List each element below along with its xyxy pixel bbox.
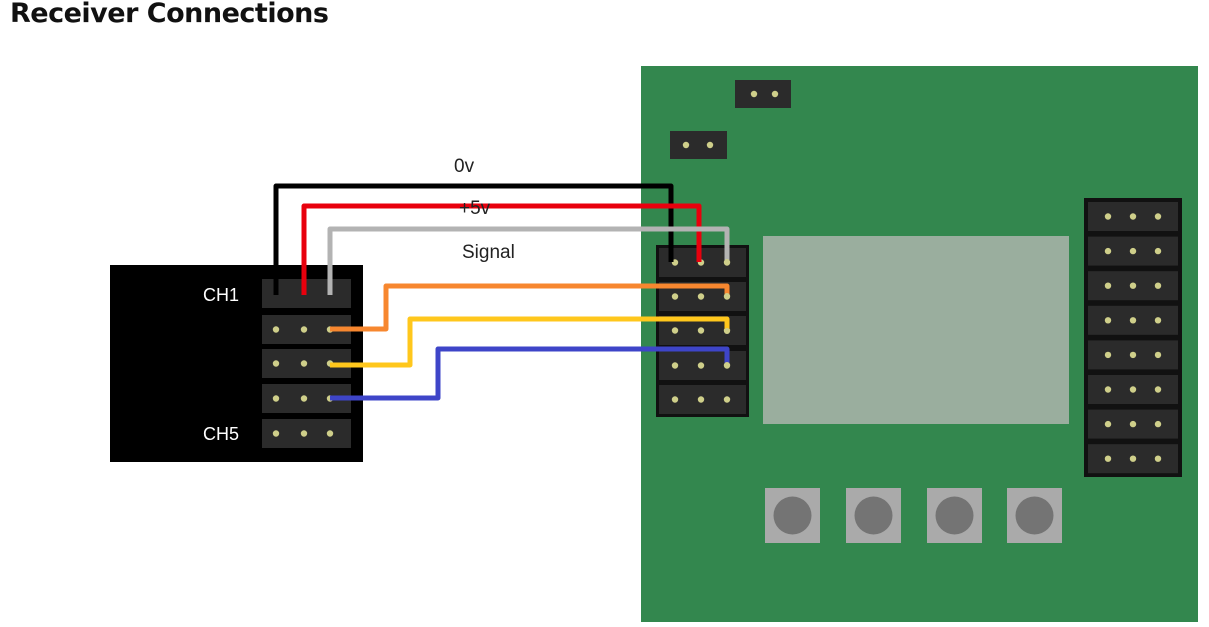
pin <box>1154 386 1162 393</box>
page-title: Receiver Connections <box>10 0 329 29</box>
pin <box>326 430 334 437</box>
push-button <box>1007 488 1062 543</box>
wire-label-signal: Signal <box>462 242 515 263</box>
pin <box>300 430 308 437</box>
pin <box>1154 247 1162 255</box>
wire-ch4 <box>330 346 730 401</box>
pin <box>1154 317 1162 324</box>
pin <box>697 396 705 403</box>
small-header-top <box>735 80 791 108</box>
pin <box>1104 282 1112 289</box>
pin <box>724 328 730 334</box>
pin <box>1104 351 1112 359</box>
pin <box>697 327 705 334</box>
pin <box>1104 420 1112 428</box>
pin <box>1154 455 1162 462</box>
channel-label-ch5: CH5 <box>203 424 239 444</box>
right-header-row <box>1088 444 1178 474</box>
pin <box>1129 213 1137 220</box>
push-button <box>765 488 820 543</box>
pin <box>1129 282 1137 289</box>
pin <box>1129 351 1137 359</box>
pin <box>1154 213 1162 220</box>
pin <box>1104 317 1112 324</box>
pin <box>1154 351 1162 359</box>
pin <box>272 326 280 333</box>
lcd-display <box>763 236 1069 424</box>
wire-label-ground: 0v <box>454 156 475 177</box>
pin <box>706 141 714 149</box>
input-header-row <box>659 351 746 380</box>
receiver-channel-row <box>262 419 351 448</box>
pin <box>300 360 308 367</box>
push-button <box>846 488 901 543</box>
pin <box>1154 420 1162 428</box>
pin <box>771 90 779 98</box>
pin <box>272 395 280 402</box>
wire-ch3 <box>330 316 730 368</box>
pin <box>697 362 705 369</box>
pin <box>750 90 758 98</box>
pin <box>671 362 679 369</box>
pin <box>724 362 730 368</box>
pin <box>1129 317 1137 324</box>
pin <box>671 293 679 300</box>
input-header-row <box>659 385 746 414</box>
pin <box>697 293 705 300</box>
wire-ground <box>273 183 674 295</box>
wire-signal <box>327 226 730 295</box>
pin <box>724 293 730 299</box>
small-header-lower <box>670 131 727 159</box>
pin <box>1104 213 1112 220</box>
wire-power <box>301 203 702 295</box>
pin <box>272 360 280 367</box>
pin <box>300 395 308 402</box>
right-header-row <box>1088 340 1178 370</box>
pin <box>724 259 730 265</box>
buttons-row <box>765 488 1062 543</box>
pin <box>671 327 679 334</box>
pin <box>1104 247 1112 255</box>
pin <box>1129 420 1137 428</box>
pin <box>300 326 308 333</box>
right-pin-header <box>1084 198 1182 477</box>
pin <box>272 430 280 437</box>
pin <box>1104 386 1112 393</box>
wire-ch2 <box>330 283 730 332</box>
right-header-row <box>1088 202 1178 231</box>
pin <box>1154 282 1162 289</box>
pin <box>1129 247 1137 255</box>
right-header-row <box>1088 305 1178 335</box>
pin <box>1129 455 1137 462</box>
channel-label-ch1: CH1 <box>203 285 239 305</box>
input-pin-header <box>656 245 749 417</box>
right-header-row <box>1088 375 1178 404</box>
pin <box>723 396 731 403</box>
right-header-row <box>1088 409 1178 439</box>
pin <box>1104 455 1112 462</box>
wire-label-power: +5v <box>459 198 491 219</box>
right-header-row <box>1088 236 1178 266</box>
pin <box>671 396 679 403</box>
push-button <box>927 488 982 543</box>
pin <box>682 141 690 149</box>
right-header-row <box>1088 271 1178 301</box>
pin <box>1129 386 1137 393</box>
